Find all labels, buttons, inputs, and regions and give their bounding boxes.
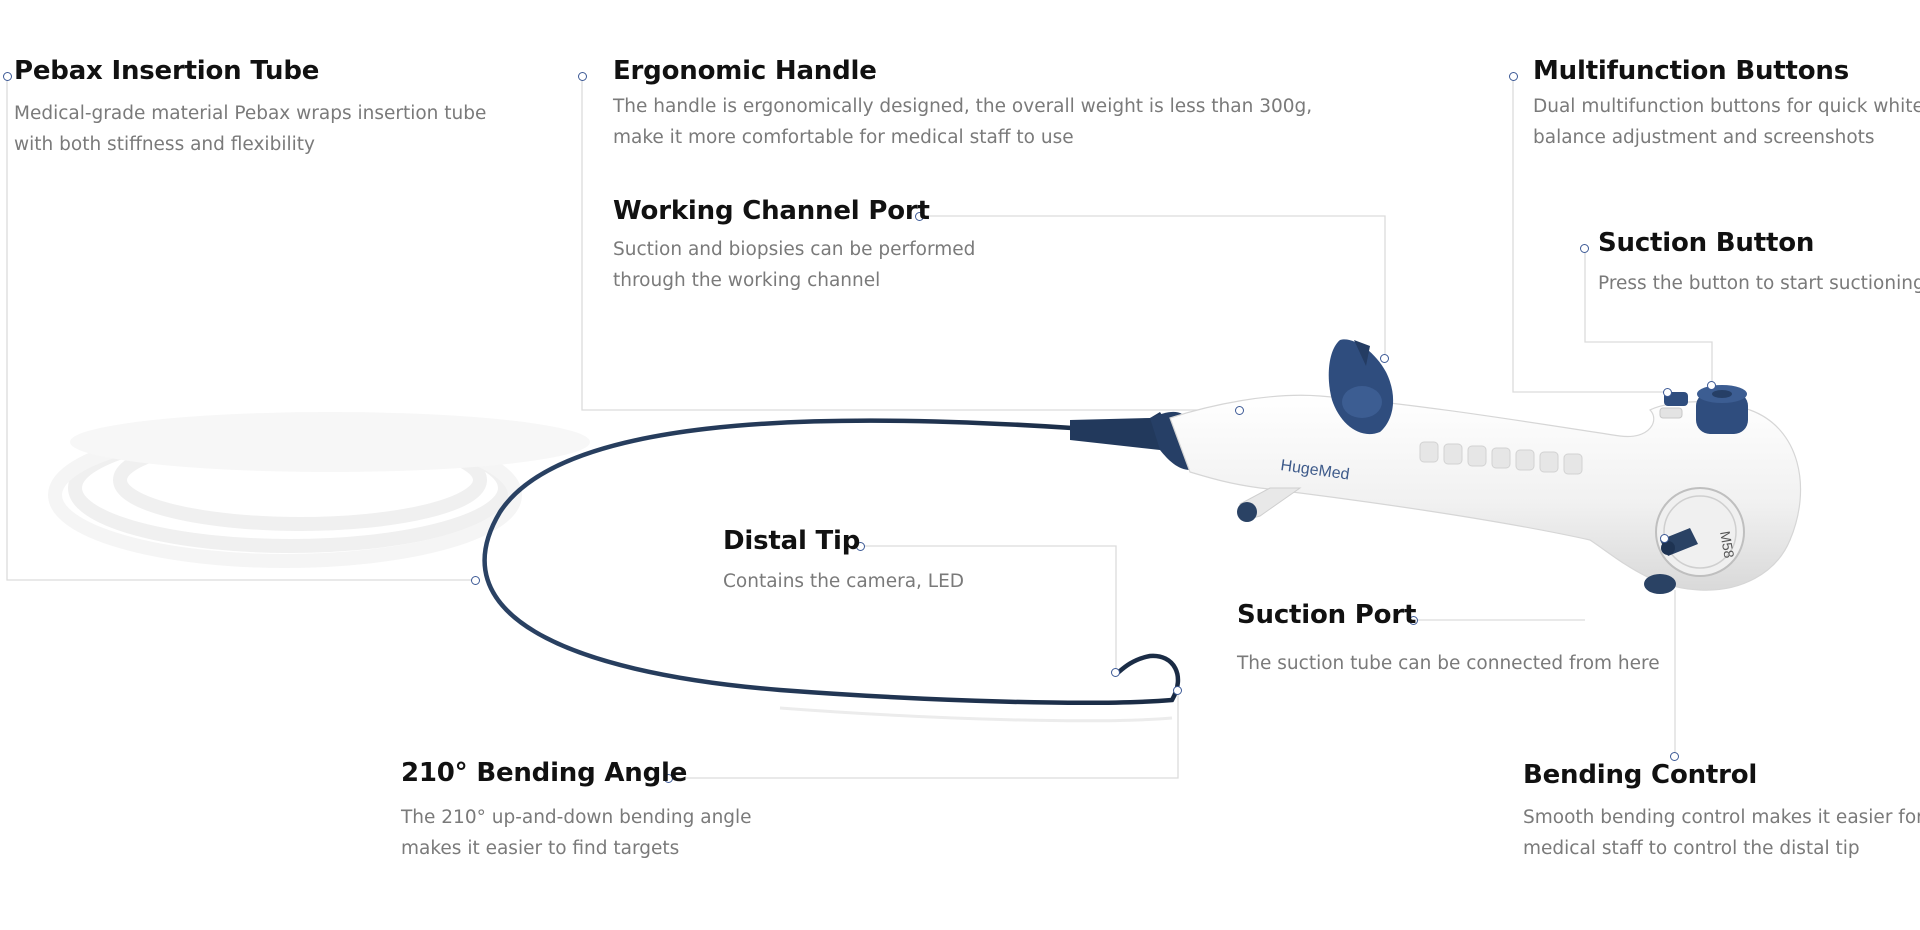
grip-ridges bbox=[1419, 441, 1583, 475]
feature-desc-line2: through the working channel bbox=[613, 270, 881, 291]
pebax-anchor-dot bbox=[471, 576, 480, 585]
feature-desc-line1: The 210° up-and-down bending angle bbox=[401, 807, 752, 828]
leader-lines bbox=[6, 76, 1713, 779]
suction-button-cap bbox=[1696, 385, 1748, 434]
feature-desc-line1: The handle is ergonomically designed, th… bbox=[613, 96, 1313, 117]
feature-title: Bending Control bbox=[1523, 760, 1758, 790]
feature-title: Suction Button bbox=[1598, 228, 1815, 258]
feature-desc-line2: balance adjustment and screenshots bbox=[1533, 127, 1875, 148]
pebax-callout-dot bbox=[3, 72, 12, 81]
svg-text:M58: M58 bbox=[1717, 530, 1738, 560]
distal-anchor-dot bbox=[1111, 668, 1120, 677]
feature-desc-line1: Medical-grade material Pebax wraps inser… bbox=[14, 103, 487, 124]
feature-pebax-insertion-tube: Pebax Insertion Tube Medical-grade mater… bbox=[14, 56, 486, 160]
working-channel-cap bbox=[1328, 339, 1394, 435]
feature-desc-line2: makes it easier to find targets bbox=[401, 838, 680, 859]
feature-distal-tip: Distal Tip Contains the camera, LED bbox=[723, 526, 964, 597]
feature-desc-line2: medical staff to control the distal tip bbox=[1523, 838, 1860, 859]
feature-working-channel-port: Working Channel Port Suction and biopsie… bbox=[613, 196, 975, 296]
multifunction-anchor-dot bbox=[1663, 388, 1672, 397]
handle-anchor-dot bbox=[1235, 406, 1244, 415]
feature-title: Multifunction Buttons bbox=[1533, 56, 1849, 86]
bending-control-wheel: M58 bbox=[1655, 487, 1745, 577]
channel-callout-dot bbox=[915, 212, 924, 221]
distal-callout-dot bbox=[856, 542, 865, 551]
suction-button-callout-dot bbox=[1580, 244, 1589, 253]
suction-port-callout-dot bbox=[1409, 616, 1418, 625]
channel-anchor-dot bbox=[1380, 354, 1389, 363]
feature-suction-port: Suction Port The suction tube can be con… bbox=[1237, 600, 1660, 679]
feature-desc-line2: with both stiffness and flexibility bbox=[14, 134, 315, 155]
suction-port-anchor-dot bbox=[1660, 534, 1669, 543]
handle-body bbox=[1169, 394, 1802, 591]
multifunction-callout-dot bbox=[1509, 72, 1518, 81]
feature-desc-line1: Press the button to start suctioning bbox=[1598, 273, 1920, 294]
feature-multifunction-buttons: Multifunction Buttons Dual multifunction… bbox=[1533, 56, 1920, 153]
feature-title: Ergonomic Handle bbox=[613, 56, 877, 86]
feature-desc-line2: make it more comfortable for medical sta… bbox=[613, 127, 1074, 148]
feature-bending-angle: 210° Bending Angle The 210° up-and-down … bbox=[401, 758, 752, 864]
tube-reflection bbox=[70, 412, 590, 472]
suction-button-anchor-dot bbox=[1707, 381, 1716, 390]
feature-title: Working Channel Port bbox=[613, 196, 930, 226]
lower-knob bbox=[1644, 574, 1676, 594]
bending-control-anchor-dot bbox=[1670, 752, 1679, 761]
feature-ergonomic-handle: Ergonomic Handle The handle is ergonomic… bbox=[613, 56, 1312, 153]
bending-angle-anchor-dot bbox=[1173, 686, 1182, 695]
bending-angle-callout-dot bbox=[664, 774, 673, 783]
feature-bending-control: Bending Control Smooth bending control m… bbox=[1523, 760, 1920, 864]
feature-desc-line1: Dual multifunction buttons for quick whi… bbox=[1533, 96, 1920, 117]
feature-desc-line1: The suction tube can be connected from h… bbox=[1237, 653, 1660, 674]
strain-relief bbox=[1070, 412, 1178, 450]
feature-suction-button: Suction Button Press the button to start… bbox=[1598, 228, 1920, 299]
insertion-tube bbox=[482, 418, 1181, 706]
feature-title: 210° Bending Angle bbox=[401, 758, 688, 788]
feature-title: Pebax Insertion Tube bbox=[14, 56, 320, 86]
feature-title: Distal Tip bbox=[723, 526, 861, 556]
feature-desc-line1: Contains the camera, LED bbox=[723, 571, 965, 592]
feature-desc-line1: Suction and biopsies can be performed bbox=[613, 239, 976, 260]
feature-title: Suction Port bbox=[1237, 600, 1417, 630]
handle-callout-dot bbox=[578, 72, 587, 81]
feature-desc-line1: Smooth bending control makes it easier f… bbox=[1523, 807, 1920, 828]
